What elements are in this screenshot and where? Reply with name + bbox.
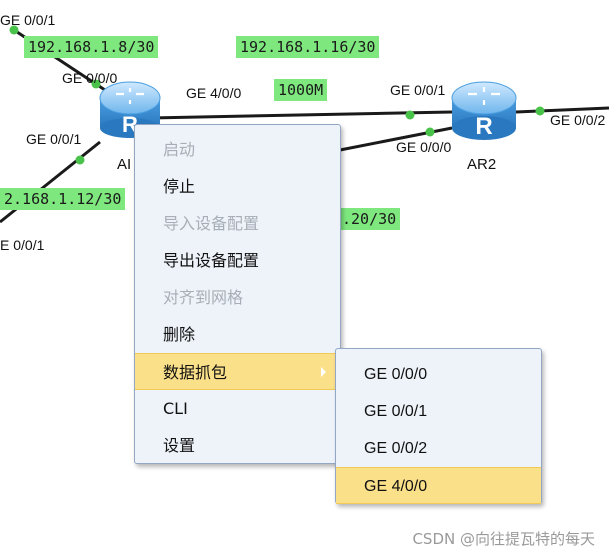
router-ar1-icon[interactable]: R (99, 81, 161, 138)
submenu-item-ge002[interactable]: GE 0/0/2 (364, 440, 428, 457)
link-ar1-ar2-top[interactable] (149, 110, 453, 120)
ip-label[interactable]: .20/30 (338, 208, 401, 230)
port-dot (535, 106, 545, 116)
port-dot (9, 25, 19, 35)
watermark-text: CSDN @向往提瓦特的每天 (412, 530, 595, 548)
ip-label[interactable]: 2.168.1.12/30 (0, 188, 126, 210)
menu-item-import-config: 导入设备配置 (163, 214, 260, 233)
bandwidth-label[interactable]: 1000M (274, 79, 328, 101)
capture-interface-submenu: GE 0/0/0 GE 0/0/1 GE 0/0/2 GE 4/0/0 (335, 348, 542, 504)
port-label: GE 0/0/0 (396, 139, 452, 155)
submenu-item-ge001[interactable]: GE 0/0/1 (364, 403, 428, 420)
port-dot (75, 155, 85, 165)
submenu-item-ge000[interactable]: GE 0/0/0 (364, 366, 428, 383)
menu-item-capture-label: 数据抓包 (163, 363, 228, 382)
port-label: GE 0/0/1 (390, 82, 446, 98)
port-label: GE 4/0/0 (186, 85, 242, 101)
ip-label[interactable]: 192.168.1.8/30 (24, 36, 159, 58)
menu-item-delete[interactable]: 删除 (163, 325, 196, 344)
port-dot (91, 79, 101, 89)
router-glyph: R (475, 113, 492, 140)
port-label: GE 0/0/2 (550, 112, 606, 128)
device-context-menu: 启动 停止 导入设备配置 导出设备配置 对齐到网格 删除 数据抓包 CLI 设置 (134, 124, 341, 464)
menu-item-settings[interactable]: 设置 (163, 436, 196, 455)
submenu-arrow-icon (321, 367, 326, 377)
submenu-item-ge400[interactable]: GE 4/0/0 (336, 467, 541, 504)
menu-item-align-grid: 对齐到网格 (163, 288, 244, 307)
port-label: GE 0/0/1 (26, 131, 82, 147)
menu-item-stop[interactable]: 停止 (163, 177, 196, 196)
port-label: GE 0/0/0 (62, 70, 118, 86)
router-ar2-icon[interactable]: R (451, 81, 517, 140)
menu-item-export-config[interactable]: 导出设备配置 (163, 251, 260, 270)
port-dot (405, 110, 415, 120)
menu-item-capture[interactable]: 数据抓包 (135, 353, 340, 390)
port-label: GE 0/0/1 (0, 12, 56, 28)
port-label: E 0/0/1 (0, 237, 45, 253)
link-ar1-lower-left[interactable] (0, 140, 101, 224)
menu-item-start: 启动 (163, 140, 196, 159)
ip-label[interactable]: 192.168.1.16/30 (236, 36, 380, 58)
device-label-ar2: AR2 (467, 156, 497, 173)
device-label-ar1: AI (117, 156, 132, 173)
link-ar2-right[interactable] (515, 106, 609, 114)
port-dot (425, 127, 435, 137)
menu-item-cli[interactable]: CLI (163, 399, 188, 418)
